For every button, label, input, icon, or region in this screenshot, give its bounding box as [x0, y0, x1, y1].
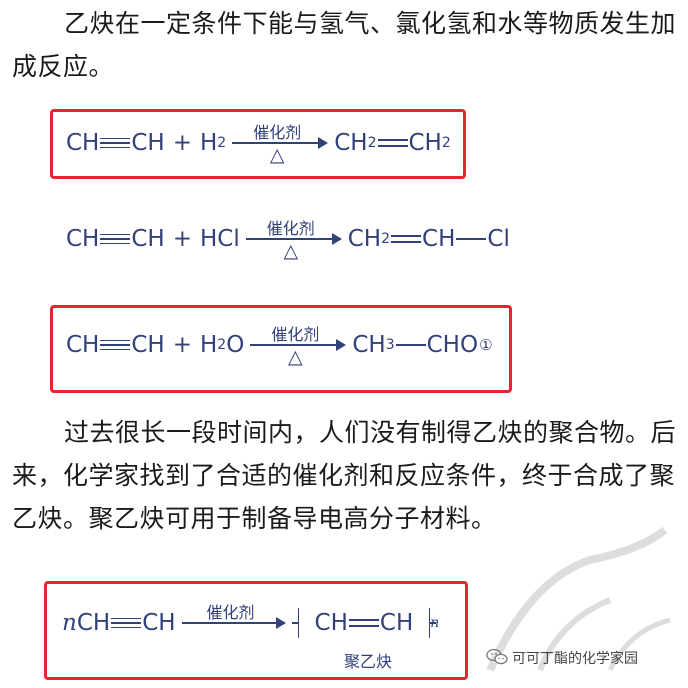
- single-bond: [456, 238, 487, 240]
- product-cho: CHO: [426, 332, 479, 358]
- product-subscript: 2: [381, 231, 391, 247]
- reagent: O: [226, 332, 245, 358]
- left-bracket: [291, 608, 307, 638]
- catalyst-label: 催化剂: [253, 123, 302, 142]
- catalyst-label: 催化剂: [271, 325, 320, 344]
- reactant-ch: CH: [66, 226, 100, 252]
- product-ch: CH: [422, 226, 456, 252]
- plus-sign: +: [172, 130, 192, 156]
- product-ch: CH: [379, 610, 414, 636]
- highlight-box-eq3: [50, 305, 512, 393]
- history-paragraph: 过去很长一段时间内，人们没有制得乙炔的聚合物。后来，化学家找到了合适的催化剂和反…: [12, 418, 677, 533]
- single-bond: [395, 344, 426, 346]
- catalyst-label: 催化剂: [266, 219, 315, 238]
- product-ch2: CH: [408, 130, 442, 156]
- account-watermark: 可可丁酯的化学家园: [512, 651, 638, 667]
- reaction-arrow: 催化剂 △: [232, 118, 329, 168]
- triple-bond: [100, 137, 131, 149]
- heat-symbol: △: [283, 240, 299, 262]
- plus-sign: +: [172, 226, 192, 252]
- product-ch: CH: [314, 610, 348, 636]
- triple-bond: [100, 339, 131, 351]
- seal-watermark: [486, 526, 671, 672]
- reagent-subscript: 2: [217, 135, 227, 151]
- triple-bond: [111, 617, 142, 629]
- reagent: H: [200, 130, 218, 156]
- reactant-ch: CH: [131, 332, 165, 358]
- reactant-ch: CH: [131, 130, 165, 156]
- reaction-arrow: 催化剂 △: [245, 214, 342, 264]
- polymer-name-label: 聚乙炔: [344, 652, 393, 671]
- reactant-ch: CH: [142, 610, 176, 636]
- reaction-arrow: 催化剂: [181, 598, 286, 648]
- product-subscript: 3: [385, 337, 395, 353]
- coefficient-n: n: [62, 610, 77, 636]
- double-bond: [348, 619, 379, 627]
- right-bracket: [421, 608, 437, 638]
- product-subscript: 2: [367, 135, 377, 151]
- double-bond: [377, 139, 408, 147]
- heat-symbol: △: [269, 144, 285, 166]
- triple-bond: [100, 233, 131, 245]
- reactant-ch: CH: [66, 130, 100, 156]
- reactant-ch: CH: [131, 226, 165, 252]
- plus-sign: +: [172, 332, 192, 358]
- intro-paragraph: 乙炔在一定条件下能与氢气、氯化氢和水等物质发生加成反应。: [12, 9, 677, 81]
- footnote-marker: ①: [479, 336, 493, 354]
- catalyst-label: 催化剂: [206, 603, 255, 622]
- product-subscript: 2: [441, 135, 451, 151]
- product-cl: Cl: [487, 226, 510, 252]
- wechat-icon: [486, 648, 508, 665]
- reactant-ch: CH: [76, 610, 111, 636]
- product-ch2: CH: [334, 130, 368, 156]
- reagent-subscript: 2: [217, 337, 227, 353]
- reagent: HCl: [200, 226, 240, 252]
- product-ch3: CH: [352, 332, 386, 358]
- reactant-ch: CH: [66, 332, 100, 358]
- double-bond: [391, 235, 422, 243]
- highlight-box-eq4: [44, 581, 468, 680]
- reaction-arrow: 催化剂 △: [250, 320, 347, 370]
- heat-symbol: △: [288, 346, 303, 368]
- reagent: H: [200, 332, 218, 358]
- highlight-box-eq1: [50, 109, 466, 179]
- product-ch2: CH: [347, 226, 382, 252]
